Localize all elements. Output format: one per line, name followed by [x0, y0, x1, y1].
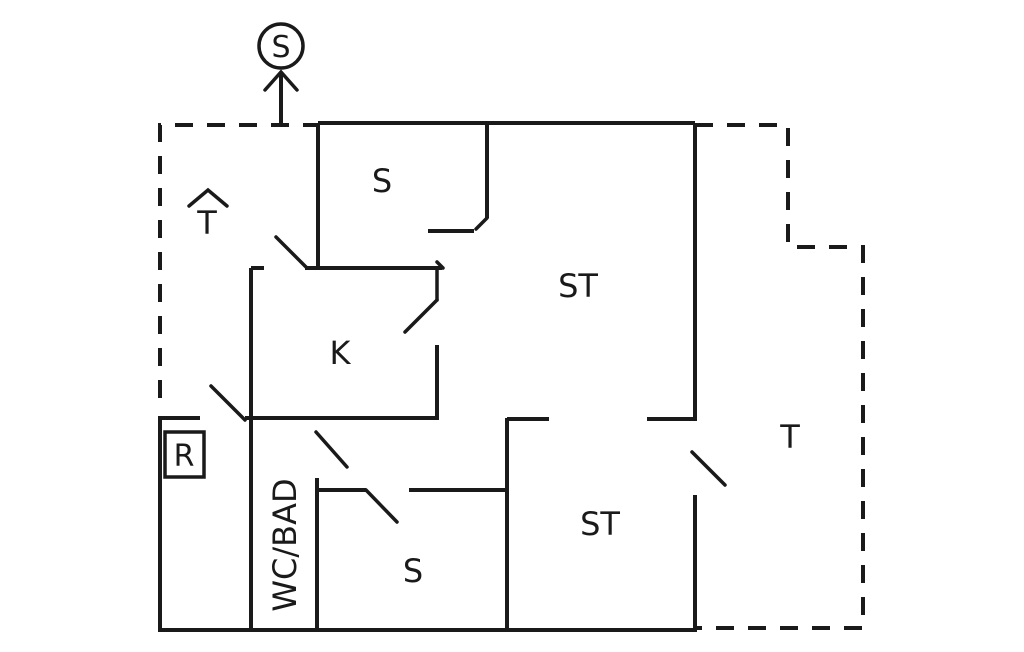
door-bedroom-bottom — [364, 488, 399, 524]
radiator-label: R — [174, 439, 195, 474]
door-entrance — [209, 384, 247, 422]
room-label-living-top: ST — [558, 267, 598, 305]
door-bathroom — [314, 430, 349, 469]
room-label-terrace-left: T — [196, 204, 217, 242]
room-label-bathroom: WC/BAD — [266, 478, 304, 611]
radiator-symbol: R — [163, 430, 206, 479]
room-label-bedroom-bottom: S — [403, 552, 423, 590]
entrance-symbol: S — [257, 22, 305, 124]
door-kitchen — [403, 298, 439, 334]
room-label-living-bottom: ST — [580, 505, 620, 543]
doors — [209, 216, 727, 524]
walls — [158, 121, 697, 632]
door-terrace-left — [274, 235, 309, 270]
door-kitchen-top-stop — [435, 260, 445, 270]
entrance-label: S — [271, 30, 290, 65]
caret-icon — [187, 187, 229, 208]
terrace-outline-right — [695, 123, 865, 630]
terrace-outline-left — [158, 123, 318, 398]
room-label-terrace-right: T — [779, 418, 800, 456]
door-bedroom-top — [474, 216, 489, 231]
room-label-bedroom-top: S — [372, 162, 392, 200]
room-label-kitchen: K — [330, 334, 352, 372]
door-terrace-right — [690, 450, 727, 487]
